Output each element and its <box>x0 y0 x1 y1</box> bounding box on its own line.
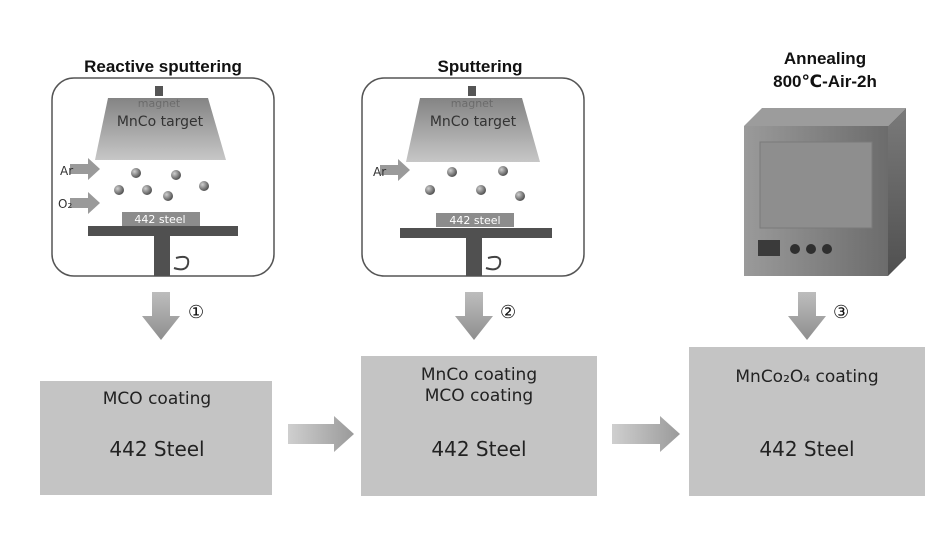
coating-label-2b: MCO coating <box>425 386 533 406</box>
furnace-top <box>744 108 906 126</box>
atom <box>515 191 525 201</box>
gas-label-ar: Ar <box>373 165 386 179</box>
atom <box>114 185 124 195</box>
furnace-knob <box>790 244 800 254</box>
magnet-block <box>468 86 476 96</box>
atom <box>476 185 486 195</box>
substrate-holder <box>400 228 552 238</box>
step-arrow-1 <box>142 292 180 340</box>
step-arrow-2 <box>455 292 493 340</box>
target-label: MnCo target <box>430 114 517 130</box>
furnace-display <box>758 240 780 256</box>
atom <box>199 181 209 191</box>
substrate-label: 442 steel <box>449 214 500 227</box>
reactive-sputtering-title: Reactive sputtering <box>68 57 258 77</box>
substrate-label: 442 steel <box>134 213 185 226</box>
atom <box>142 185 152 195</box>
atom <box>498 166 508 176</box>
gas-label-ar: Ar <box>60 164 73 178</box>
step-arrow-3 <box>788 292 826 340</box>
magnet-block <box>155 86 163 96</box>
reactive-sputtering-chamber: magnet MnCo target Ar O₂ 442 steel <box>52 78 274 276</box>
holder-shaft <box>466 238 482 276</box>
annealing-title: Annealing <box>760 49 890 69</box>
step-number-2: ② <box>500 302 516 323</box>
sputtering-chamber: magnet MnCo target Ar 442 steel <box>362 78 584 276</box>
substrate-steel-label-1: 442 Steel <box>109 437 204 461</box>
atom <box>131 168 141 178</box>
gas-label-o2: O₂ <box>58 197 72 211</box>
annealing-conditions: 800℃-Air-2h <box>754 72 896 92</box>
sputtering-title: Sputtering <box>410 57 550 77</box>
atom <box>171 170 181 180</box>
flow-arrow-2-to-3 <box>612 416 680 452</box>
step-number-1: ① <box>188 302 204 323</box>
flow-arrow-1-to-2 <box>288 416 354 452</box>
furnace-knob <box>822 244 832 254</box>
coating-label-3: MnCo₂O₄ coating <box>735 367 878 387</box>
substrate-steel-label-2: 442 Steel <box>431 437 526 461</box>
target-label: MnCo target <box>117 114 204 130</box>
atom <box>447 167 457 177</box>
atom <box>425 185 435 195</box>
substrate-steel-label-3: 442 Steel <box>759 437 854 461</box>
furnace-knob <box>806 244 816 254</box>
atom <box>163 191 173 201</box>
holder-shaft <box>154 236 170 276</box>
coating-label-2a: MnCo coating <box>421 365 537 385</box>
step-number-3: ③ <box>833 302 849 323</box>
annealing-furnace <box>744 108 906 276</box>
furnace-door <box>760 142 872 228</box>
furnace-side <box>888 108 906 276</box>
substrate-holder <box>88 226 238 236</box>
mnco-target-plume <box>406 98 540 162</box>
coating-label-1: MCO coating <box>103 389 211 409</box>
